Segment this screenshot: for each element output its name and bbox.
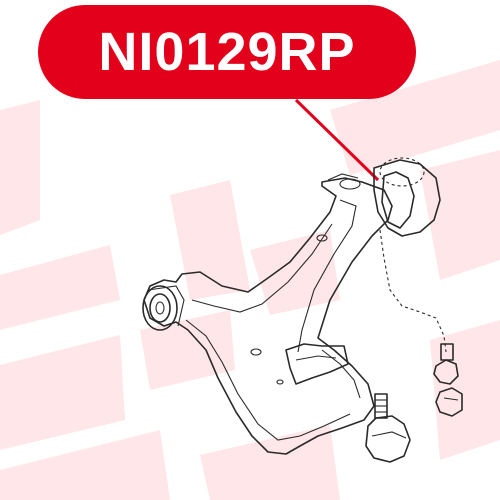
part-number-label: NI0129RP bbox=[38, 5, 416, 99]
bolt-and-nut bbox=[433, 343, 463, 417]
control-arm-drawing bbox=[143, 177, 393, 455]
watermark-pattern bbox=[0, 60, 500, 500]
leader-line bbox=[294, 98, 380, 182]
front-bushing bbox=[142, 285, 185, 331]
rear-bushing bbox=[327, 157, 441, 237]
ball-joint bbox=[365, 393, 411, 463]
hidden-line bbox=[379, 229, 447, 353]
